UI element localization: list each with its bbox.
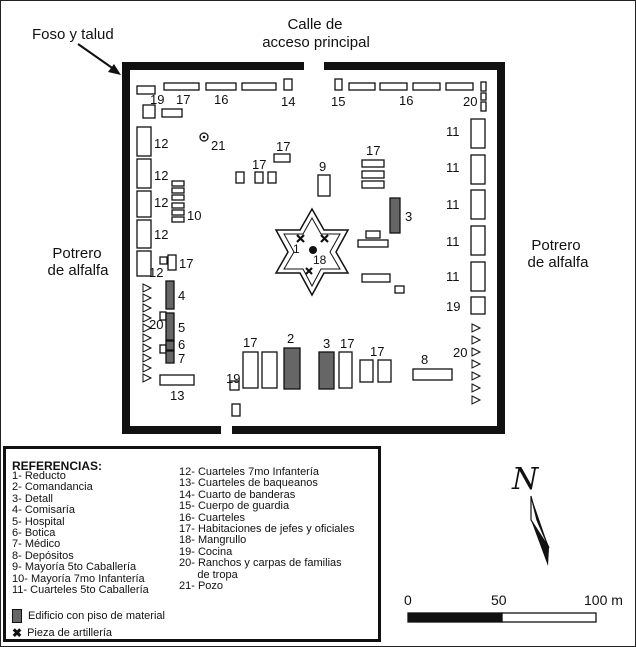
scale-bar (407, 612, 597, 623)
map-number: 19 (446, 299, 461, 314)
calle-label-1: Calle de (287, 16, 343, 33)
map-number: 12 (154, 136, 169, 151)
map-number: 14 (281, 94, 296, 109)
legend-material: Edificio con piso de material (12, 609, 165, 623)
reference-item: de tropa (179, 568, 238, 581)
map-number: 6 (178, 337, 186, 352)
reference-item: 12- Cuarteles 7mo Infantería (179, 466, 320, 478)
map-number: 17 (243, 335, 258, 350)
map-number: 20 (149, 317, 164, 332)
reference-item: 5- Hospital (12, 515, 65, 528)
map-number: 8 (421, 352, 429, 367)
potrero-right-label-1: Potrero (531, 237, 581, 254)
reference-item: 21- Pozo (179, 580, 224, 593)
reference-item: 1- Reducto (12, 470, 66, 482)
material-buildings (165, 197, 401, 390)
ranchos-right (471, 323, 482, 405)
map-number: 11 (446, 197, 460, 212)
artillery-icon (296, 234, 329, 275)
map-number: 17 (366, 143, 381, 158)
map-number: 12 (154, 195, 169, 210)
references-col1: 1- Reducto 2- Comandancia 3- Detall 4- C… (12, 470, 149, 597)
reference-item: 18- Mangrullo (179, 534, 247, 547)
calle-label-2: acceso principal (262, 34, 370, 51)
reference-item: 3- Detall (12, 492, 53, 505)
map-number: 20 (463, 94, 478, 109)
map-number: 12 (154, 227, 169, 242)
map-number: 11 (446, 124, 460, 139)
map-number: 12 (149, 265, 164, 280)
map-number: 15 (331, 94, 346, 109)
references-box: REFERENCIAS: 1- Reducto 2- Comandancia 3… (3, 446, 381, 642)
references-col2: 12- Cuarteles 7mo Infantería 13- Cuartel… (179, 466, 355, 593)
map-number: 17 (176, 92, 191, 107)
reference-item: 19- Cocina (179, 545, 233, 558)
reference-item: 6- Botica (12, 527, 56, 540)
reference-item: 10- Mayoría 7mo Infantería (12, 572, 145, 585)
map-number: 11 (446, 269, 460, 284)
map-number: 2 (287, 331, 295, 346)
map-number: 3 (323, 336, 331, 351)
legend-artilleria: ✖ Pieza de artillería (12, 626, 112, 640)
map-number: 11 (446, 234, 460, 249)
map-number: 5 (178, 320, 186, 335)
legend-material-label: Edificio con piso de material (28, 610, 165, 622)
map-number: 17 (370, 344, 385, 359)
reference-item: 9- Mayoría 5to Caballería (12, 561, 137, 574)
potrero-right-label-2: de alfalfa (527, 254, 589, 271)
foso-arrow (77, 43, 121, 75)
map-number: 18 (313, 253, 327, 267)
reference-item: 14- Cuarto de banderas (179, 488, 296, 501)
map-number: 13 (170, 388, 185, 403)
map-number: 17 (340, 336, 355, 351)
map-number: 9 (319, 159, 327, 174)
reference-item: 20- Ranchos y carpas de familias (179, 557, 342, 570)
map-number: 21 (211, 138, 226, 153)
map-number: 17 (179, 256, 194, 271)
artillery-legend-icon: ✖ (12, 626, 23, 640)
reference-item: 8- Depósitos (12, 549, 74, 562)
pozo-icon (199, 132, 209, 142)
reference-item: 15- Cuerpo de guardia (179, 500, 290, 513)
material-swatch-icon (12, 609, 22, 623)
map-number: 16 (399, 93, 414, 108)
map-number: 17 (276, 139, 291, 154)
map-number: 16 (214, 92, 229, 107)
map-number: 1 (293, 242, 300, 256)
scale-fifty: 50 (491, 592, 507, 608)
perimeter-wall (122, 62, 505, 434)
foso-label: Foso y talud (32, 26, 114, 43)
buildings (136, 78, 487, 417)
legend-artilleria-label: Pieza de artillería (27, 627, 113, 639)
scale-zero: 0 (404, 592, 412, 608)
references-title: REFERENCIAS: (12, 459, 103, 473)
map-number: 7 (178, 351, 186, 366)
potrero-left-label-2: de alfalfa (47, 262, 109, 279)
reference-item: 11- Cuarteles 5to Caballería (12, 584, 149, 597)
map-number: 17 (252, 157, 267, 172)
map-number: 4 (178, 288, 186, 303)
north-label: N (512, 462, 539, 497)
reference-item: 17- Habitaciones de jefes y oficiales (179, 523, 355, 536)
reference-item: 4- Comisaría (12, 504, 75, 517)
reference-item: 16- Cuarteles (179, 511, 246, 524)
map-number: 10 (187, 208, 202, 223)
scale-hundred: 100 m (584, 592, 623, 608)
north-arrow-icon (530, 495, 550, 566)
potrero-left-label-1: Potrero (52, 245, 102, 262)
map-number: 19 (226, 371, 241, 386)
reference-item: 7- Médico (12, 538, 61, 551)
map-number: 12 (154, 168, 169, 183)
map-number: 3 (405, 209, 413, 224)
map-number: 11 (446, 160, 460, 175)
map-number: 19 (150, 92, 165, 107)
ranchos-left (142, 283, 153, 383)
reference-item: 13- Cuarteles de baqueanos (179, 477, 318, 490)
map-number: 20 (453, 345, 468, 360)
reducto-star (274, 207, 350, 297)
reference-item: 2- Comandancia (12, 481, 93, 494)
